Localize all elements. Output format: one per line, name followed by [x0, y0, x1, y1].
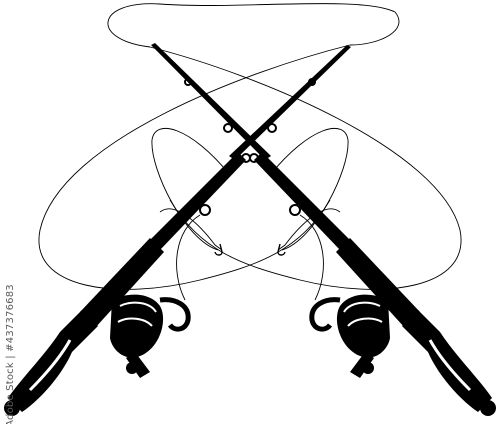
- rod-butt-cap: [4, 400, 20, 416]
- right-hook-line: [277, 208, 341, 251]
- rod-rear-grip: [402, 310, 492, 412]
- right-reel-line: [299, 214, 324, 301]
- rod-rear-grip: [8, 310, 98, 412]
- rod-guides: [184, 78, 301, 216]
- rod-blank-section: [150, 152, 246, 250]
- spinning-reel-right: [309, 294, 390, 378]
- upper-line-loop: [107, 3, 400, 48]
- spinning-reel-left: [110, 294, 191, 378]
- left-inner-loop: [151, 127, 231, 251]
- hook-icon: [277, 243, 286, 256]
- fishing-lines: [38, 3, 462, 301]
- guide-ring: [199, 204, 211, 216]
- guide-ring: [184, 78, 192, 86]
- fishing-rod-right-handle: [151, 43, 496, 416]
- guide-ring: [308, 78, 316, 86]
- stock-id-watermark: Adobe Stock | #437376683: [3, 284, 17, 424]
- stock-id-text: Adobe Stock | #437376683: [4, 283, 16, 424]
- guide-ring: [249, 153, 259, 163]
- rod-tip-section: [229, 45, 351, 160]
- hook-icon: [214, 243, 223, 256]
- left-hook-line: [159, 208, 223, 251]
- rear-grip-highlight: [428, 339, 472, 392]
- rear-grip-highlight: [28, 339, 72, 392]
- rod-tip-section: [151, 43, 271, 160]
- large-left-oval-line: [38, 44, 351, 290]
- rod-foregrip: [336, 238, 420, 328]
- guide-ring: [267, 123, 277, 133]
- left-reel-line: [176, 214, 201, 301]
- rod-butt-cap: [480, 400, 496, 416]
- guide-ring: [289, 204, 301, 216]
- right-inner-loop: [269, 127, 349, 251]
- hooks: [214, 243, 286, 256]
- rod-foregrip: [80, 238, 164, 328]
- rod-blank-section: [254, 152, 350, 250]
- fishing-rod-left-handle: [4, 45, 351, 416]
- guide-ring: [223, 123, 233, 133]
- large-right-oval-line: [149, 46, 462, 290]
